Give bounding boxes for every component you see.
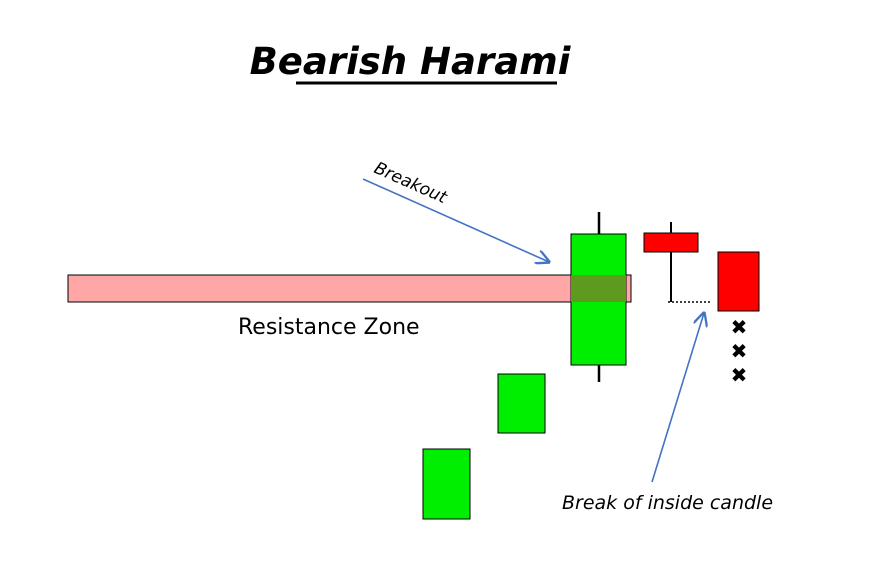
- cross-mark-1: ✖: [731, 315, 748, 339]
- candle-bullish-2: [497, 373, 546, 434]
- candle-bearish-breakdown: [717, 251, 760, 312]
- break-inside-label: Break of inside candle: [562, 492, 773, 514]
- cross-mark-3: ✖: [731, 363, 748, 387]
- cross-mark-2: ✖: [731, 339, 748, 363]
- diagram-title: Bearish Harami: [250, 40, 572, 83]
- zone-candle-overlap: [571, 275, 626, 302]
- resistance-zone-bar: [67, 274, 632, 303]
- breakout-arrow: [362, 178, 549, 262]
- break-inside-arrow: [651, 313, 704, 483]
- resistance-zone-label: Resistance Zone: [238, 315, 420, 340]
- candle-bullish-1: [422, 448, 471, 520]
- candle-bearish-inside: [643, 232, 699, 253]
